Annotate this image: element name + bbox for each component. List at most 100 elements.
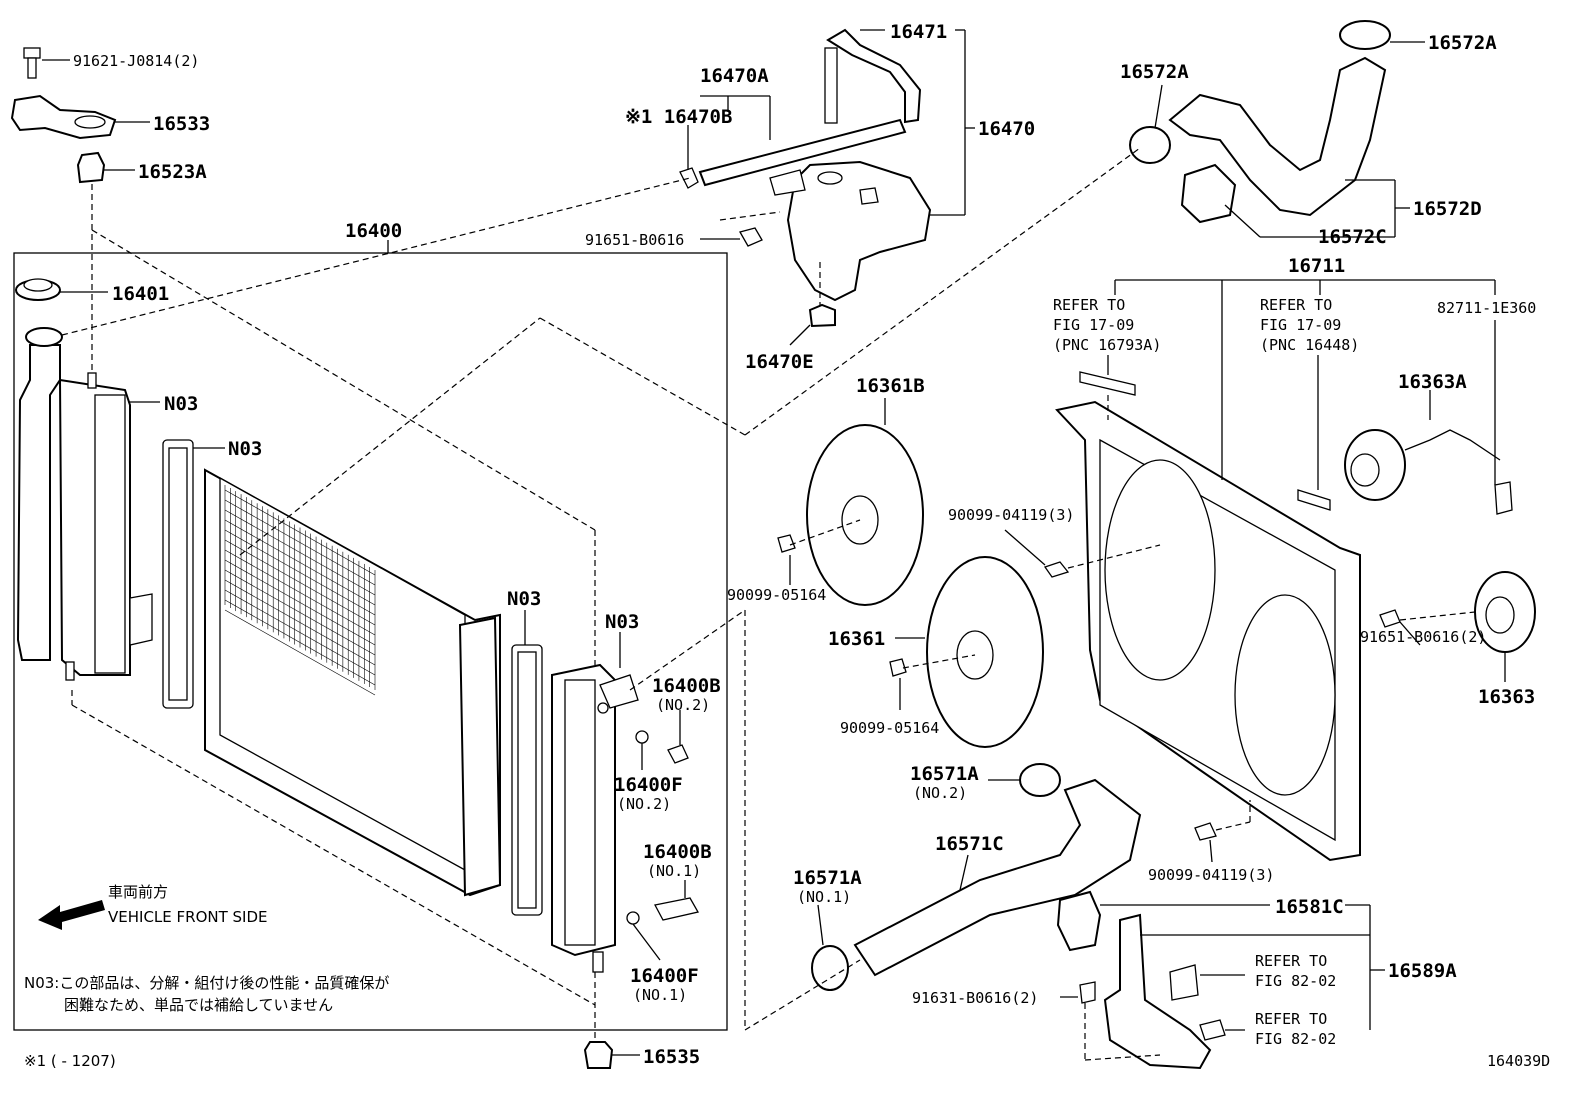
label-16400B-no2-sub: (NO.2) (656, 696, 710, 714)
label-16572C: 16572C (1318, 226, 1387, 248)
label-16400B-no1: 16400B (643, 841, 712, 863)
refer-82-02-a-line2: FIG 82-02 (1255, 972, 1336, 990)
fan-motor-16363A (1344, 429, 1501, 501)
label-16571A-no2: 16571A (910, 763, 979, 785)
label-16535: 16535 (643, 1046, 700, 1068)
label-16400B-no2: 16400B (652, 675, 721, 697)
label-16572A-mid: 16572A (1120, 61, 1189, 83)
label-16572A-top: 16572A (1428, 32, 1497, 54)
cushion-16470E (808, 303, 836, 328)
hose-clamp-16571A-no2 (1019, 763, 1061, 797)
label-16400F-no2-sub: (NO.2) (617, 795, 671, 813)
label-16363A: 16363A (1398, 371, 1467, 393)
radiator-cap (15, 278, 61, 301)
upper-hose-16572D (1168, 56, 1387, 217)
refer-17-09-b-line2: FIG 17-09 (1260, 316, 1341, 334)
footnote-1: ※1 ( - 1207) (24, 1052, 116, 1070)
vehicle-front-jp: 車両前方 (108, 883, 168, 901)
bolt-91651-motor (1379, 609, 1401, 628)
bolt-91621 (23, 47, 41, 79)
refer-82-02-a-line1: REFER TO (1255, 952, 1327, 970)
vehicle-front-en: VEHICLE FRONT SIDE (108, 908, 268, 926)
cushion-16535 (583, 1041, 614, 1069)
leader-lines (42, 29, 1506, 1056)
label-16400F-no1-sub: (NO.1) (633, 986, 687, 1004)
bolt-91651-reservoir (739, 227, 763, 247)
refer-17-09-b-line1: REFER TO (1260, 296, 1332, 314)
bolt-90099-04119-b (1194, 822, 1217, 841)
label-16589A: 16589A (1388, 960, 1457, 982)
label-16581C: 16581C (1275, 896, 1344, 918)
label-n03-c: N03 (507, 588, 541, 610)
label-16470B: ※1 16470B (625, 106, 732, 128)
label-82711-1E360: 82711-1E360 (1437, 299, 1536, 317)
refer-82-02-b-line1: REFER TO (1255, 1010, 1327, 1028)
bolt-91631 (1079, 981, 1096, 1004)
label-16400F-no2: 16400F (614, 774, 683, 796)
refer-17-09-a-line3: (PNC 16793A) (1053, 336, 1161, 354)
overflow-hose-16471 (824, 28, 922, 124)
label-16400F-no1: 16400F (630, 965, 699, 987)
label-16571A-no1-sub: (NO.1) (797, 888, 851, 906)
label-n03-d: N03 (605, 611, 639, 633)
label-16400B-no1-sub: (NO.1) (647, 862, 701, 880)
hose-clamp-16572A-mid (1129, 126, 1171, 164)
n03-note-line1: N03:この部品は、分解・組付け後の性能・品質確保が (24, 974, 389, 992)
label-16470: 16470 (978, 118, 1035, 140)
label-16471: 16471 (890, 21, 947, 43)
clamp-16581C (1056, 890, 1102, 952)
drain-cock-no1 (654, 897, 699, 921)
label-90099-04119-b: 90099-04119(3) (1148, 866, 1274, 884)
radiator-core (204, 468, 502, 897)
refer-17-09-tag-a (1079, 371, 1136, 396)
hose-clamp-16572A-top (1339, 20, 1391, 50)
label-16400: 16400 (345, 220, 402, 242)
radiator-left-tank (16, 327, 153, 681)
hose-clamp-16572C (1180, 163, 1237, 224)
label-90099-05164-a: 90099-05164 (727, 586, 826, 604)
hose-clamp-16571A-no1 (811, 945, 849, 991)
drain-cock-no2 (667, 744, 689, 764)
label-16572D: 16572D (1413, 198, 1482, 220)
nut-90099-05164-a (777, 534, 796, 553)
bracket-16589A (1103, 913, 1212, 1070)
fan-16361B (806, 424, 924, 606)
bolt-90099-04119-a (1043, 561, 1070, 578)
refer-17-09-a-line2: FIG 17-09 (1053, 316, 1134, 334)
label-16363: 16363 (1478, 686, 1535, 708)
label-16571A-no1: 16571A (793, 867, 862, 889)
lower-hose-16571C (853, 778, 1142, 977)
label-16533: 16533 (153, 113, 210, 135)
label-n03-b: N03 (228, 438, 262, 460)
label-91651-B0616-b: 91651-B0616(2) (1360, 628, 1486, 646)
label-16470E: 16470E (745, 351, 814, 373)
label-16361: 16361 (828, 628, 885, 650)
label-91621-J0814: 91621-J0814(2) (73, 52, 199, 70)
label-90099-04119-a: 90099-04119(3) (948, 506, 1074, 524)
label-91651-B0616-a: 91651-B0616 (585, 231, 684, 249)
refer-17-09-a-line1: REFER TO (1053, 296, 1125, 314)
o-ring-no1 (626, 911, 640, 925)
reserve-tank (769, 160, 932, 302)
label-16711: 16711 (1288, 255, 1345, 277)
fan-16361 (926, 556, 1044, 748)
figure-code: 164039D (1487, 1052, 1550, 1070)
connector-82711 (1494, 481, 1513, 515)
radiator-assembly-frame (13, 252, 728, 1031)
label-16571A-no2-sub: (NO.2) (913, 784, 967, 802)
refer-17-09-b-line3: (PNC 16448) (1260, 336, 1359, 354)
nut-90099-05164-b (889, 658, 907, 677)
clip-16470B (679, 167, 699, 189)
fan-shroud-16711 (1055, 400, 1361, 862)
label-n03-a: N03 (164, 393, 198, 415)
label-16523A: 16523A (138, 161, 207, 183)
reservoir-hose-16470A (698, 118, 907, 187)
label-90099-05164-b: 90099-05164 (840, 719, 939, 737)
label-16361B: 16361B (856, 375, 925, 397)
o-ring-no2 (635, 730, 649, 744)
label-16571C: 16571C (935, 833, 1004, 855)
vehicle-front-arrow (38, 900, 105, 930)
refer-82-02-b-line2: FIG 82-02 (1255, 1030, 1336, 1048)
label-16401: 16401 (112, 283, 169, 305)
label-91631-B0616: 91631-B0616(2) (912, 989, 1038, 1007)
